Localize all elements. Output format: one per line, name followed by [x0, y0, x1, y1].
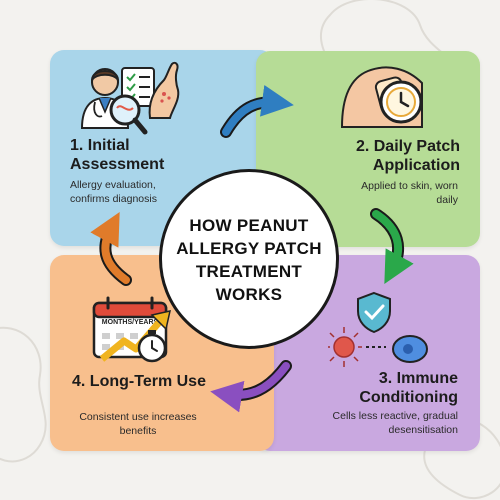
calendar-label: MONTHS/YEARS: [101, 319, 159, 326]
diagram-title: HOW PEANUT ALLERGY PATCH TREATMENT WORKS: [176, 216, 322, 304]
magnifier-icon: [109, 94, 148, 135]
step-3-description: Cells less reactive, gradual desensitisa…: [332, 410, 458, 436]
immune-cell-icon: [328, 327, 428, 367]
shield-check-icon: [357, 291, 391, 334]
step-3-title: 3. Immune Conditioning: [359, 370, 458, 406]
step-1-card: 1. Initial Assessment Allergy evaluation…: [50, 50, 274, 246]
step-2-title: 2. Daily Patch Application: [355, 138, 460, 174]
stopwatch-icon: [137, 330, 167, 363]
clock-icon: [379, 80, 423, 124]
step-4-title: 4. Long-Term Use: [72, 373, 206, 390]
step-1-description: Allergy evaluation, confirms diagnosis: [70, 179, 157, 205]
arm-icon: [148, 61, 180, 119]
step-4-description: Consistent use increases benefits: [79, 411, 197, 437]
center-title-circle: HOW PEANUT ALLERGY PATCH TREATMENT WORKS: [159, 169, 339, 349]
step-1-title: 1. Initial Assessment: [70, 137, 165, 173]
step-2-description: Applied to skin, worn daily: [361, 180, 458, 206]
step-4-card: MONTHS/YEARS 4. Long-Term Use Consistent…: [50, 255, 274, 451]
